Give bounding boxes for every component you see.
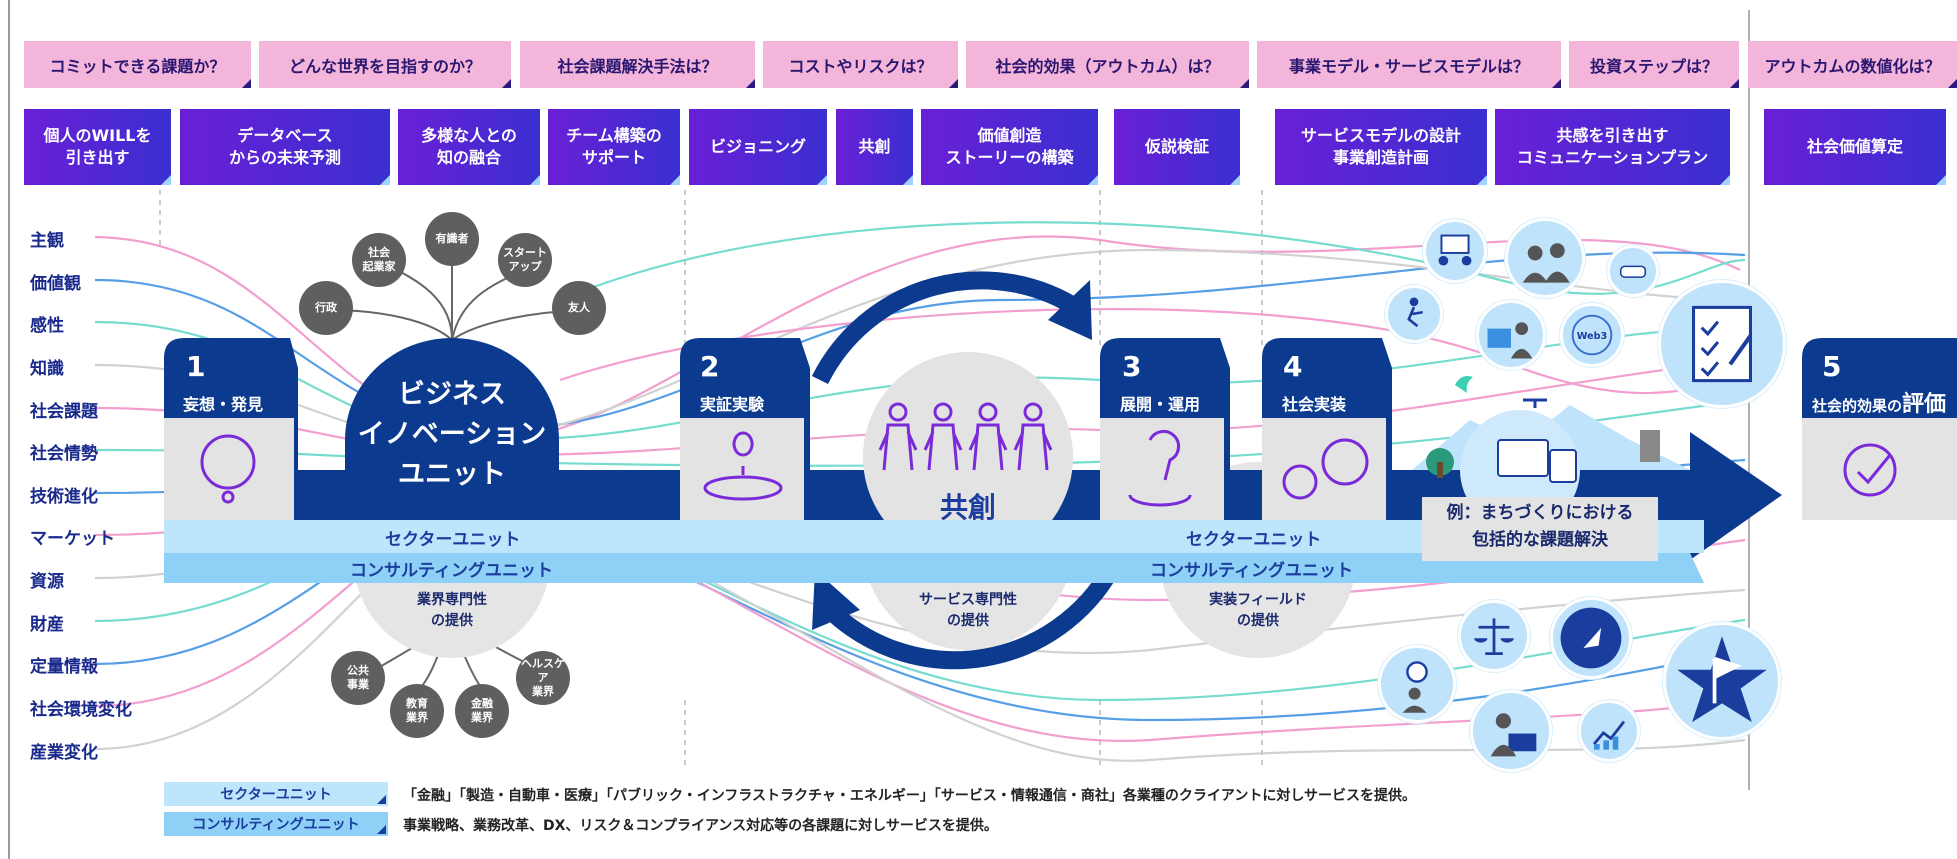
question-cost: コストやリスクは？ — [763, 41, 958, 88]
sector-unit-right: セクターユニット — [1186, 530, 1322, 550]
node-friend: 友人 — [552, 281, 606, 335]
question-business-model: 事業モデル・サービスモデルは？ — [1257, 41, 1561, 88]
input-environment-change: 社会環境変化 — [30, 700, 132, 720]
business-people-icon — [1505, 218, 1585, 298]
stage-3-name: 展開・運用 — [1120, 395, 1201, 414]
consulting-unit-right: コンサルティングユニット — [1150, 561, 1353, 581]
service-social-value: 社会価値算定 — [1764, 109, 1946, 185]
stage-5-name: 社会的効果の評価 — [1812, 386, 1946, 418]
input-social-issues: 社会課題 — [30, 402, 98, 422]
caption-industry-expertise: 業界専門性 の提供 — [417, 592, 487, 629]
service-hypothesis: 仮説検証 — [1114, 109, 1240, 185]
input-quantitative: 定量情報 — [30, 657, 98, 677]
consulting-unit-left: コンサルティングユニット — [350, 561, 553, 581]
vr-headset-icon — [1607, 245, 1659, 297]
caption-service-expertise: サービス専門性 の提供 — [919, 592, 1017, 629]
unit-title-line-3: ユニット — [398, 459, 506, 490]
input-subjectivity: 主観 — [30, 231, 64, 251]
lightbulb-person-icon — [1378, 645, 1456, 723]
example-line-2: 包括的な課題解決 — [1472, 530, 1608, 550]
service-team-building: チーム構築の サポート — [548, 109, 680, 185]
justice-scales-icon — [1458, 600, 1530, 672]
cocreation-label: 共創 — [939, 491, 996, 524]
unit-title-line-2: イノベーション — [357, 419, 547, 450]
service-future-prediction: データベース からの未来予測 — [180, 109, 390, 185]
question-world: どんな世界を目指すのか？ — [259, 41, 511, 88]
stage-4-number: 4 — [1283, 350, 1303, 383]
service-value-story: 価値創造 ストーリーの構築 — [921, 109, 1098, 185]
input-assets: 財産 — [30, 615, 64, 635]
rocket-icon — [1550, 597, 1632, 679]
legend-sector-desc: 「金融」「製造・自動車・医療」「パブリック・インフラストラクチャ・エネルギー」「… — [403, 788, 1417, 804]
star-flag-icon — [1663, 622, 1781, 740]
stage-5-name-large: 評価 — [1902, 392, 1947, 417]
business-innovation-unit: ビジネス イノベーション ユニット — [345, 375, 559, 495]
growth-chart-icon — [1578, 700, 1640, 762]
input-market: マーケット — [30, 529, 115, 549]
service-knowledge-fusion: 多様な人との 知の融合 — [398, 109, 540, 185]
stage-3-number: 3 — [1122, 350, 1142, 383]
input-resources: 資源 — [30, 572, 64, 592]
node-startup: スタート アップ — [498, 233, 552, 287]
caption-field: 実装フィールド の提供 — [1209, 592, 1307, 629]
service-will: 個人のWILLを 引き出す — [24, 109, 171, 185]
input-tech-progress: 技術進化 — [30, 487, 98, 507]
web3-globe-icon: Web3 — [1560, 303, 1624, 367]
unit-title-line-1: ビジネス — [398, 379, 506, 410]
input-social-conditions: 社会情勢 — [30, 444, 98, 464]
stage-2-number: 2 — [700, 350, 720, 383]
service-model-design: サービスモデルの設計 事業創造計画 — [1275, 109, 1487, 185]
stage-2-name: 実証実験 — [700, 395, 765, 414]
service-communication-plan: 共感を引き出す コミュニケーションプラン — [1495, 109, 1730, 185]
node-finance: 金融 業界 — [455, 684, 509, 738]
legend-consulting-label: コンサルティングユニット — [164, 812, 388, 836]
web3-label: Web3 — [1577, 331, 1608, 342]
service-visioning: ビジョニング — [689, 109, 827, 185]
node-public-business: 公共 事業 — [331, 651, 385, 705]
laptop-worker-icon — [1470, 690, 1552, 772]
question-quantify: アウトカムの数値化は？ — [1748, 41, 1957, 88]
input-sensibility: 感性 — [30, 316, 64, 336]
legend-consulting-desc: 事業戦略、業務改革、DX、リスク＆コンプライアンス対応等の各課題に対しサービスを… — [403, 818, 998, 834]
question-commit: コミットできる課題か？ — [24, 41, 251, 88]
example-box: 例：まちづくりにおける 包括的な課題解決 — [1422, 500, 1658, 554]
runner-icon — [1385, 285, 1443, 343]
service-cocreation: 共創 — [836, 109, 913, 185]
node-healthcare: ヘルスケア 業界 — [516, 651, 570, 705]
office-meeting-icon — [1423, 219, 1487, 283]
node-social-entrepreneur: 社会 起業家 — [352, 233, 406, 287]
stage-1-name: 妄想・発見 — [183, 395, 264, 414]
legend-sector-label: セクターユニット — [164, 782, 388, 806]
analyst-chart-icon — [1476, 300, 1546, 370]
question-method: 社会課題解決手法は？ — [520, 41, 755, 88]
question-investment: 投資ステップは？ — [1569, 41, 1739, 88]
sector-unit-left: セクターユニット — [385, 530, 521, 550]
node-government: 行政 — [299, 281, 353, 335]
node-education: 教育 業界 — [390, 684, 444, 738]
question-outcome: 社会的効果（アウトカム）は？ — [966, 41, 1249, 88]
input-knowledge: 知識 — [30, 359, 64, 379]
stage-1-number: 1 — [186, 350, 206, 383]
node-expert: 有識者 — [425, 212, 479, 266]
example-line-1: 例：まちづくりにおける — [1446, 503, 1634, 523]
checklist-growth-icon — [1658, 280, 1786, 408]
input-values: 価値観 — [30, 274, 81, 294]
stage-5-number: 5 — [1822, 350, 1842, 383]
stage-5-name-small: 社会的効果の — [1812, 397, 1903, 415]
input-industry-change: 産業変化 — [30, 743, 98, 763]
left-border-line — [8, 0, 10, 859]
stage-4-name: 社会実装 — [1282, 395, 1347, 414]
